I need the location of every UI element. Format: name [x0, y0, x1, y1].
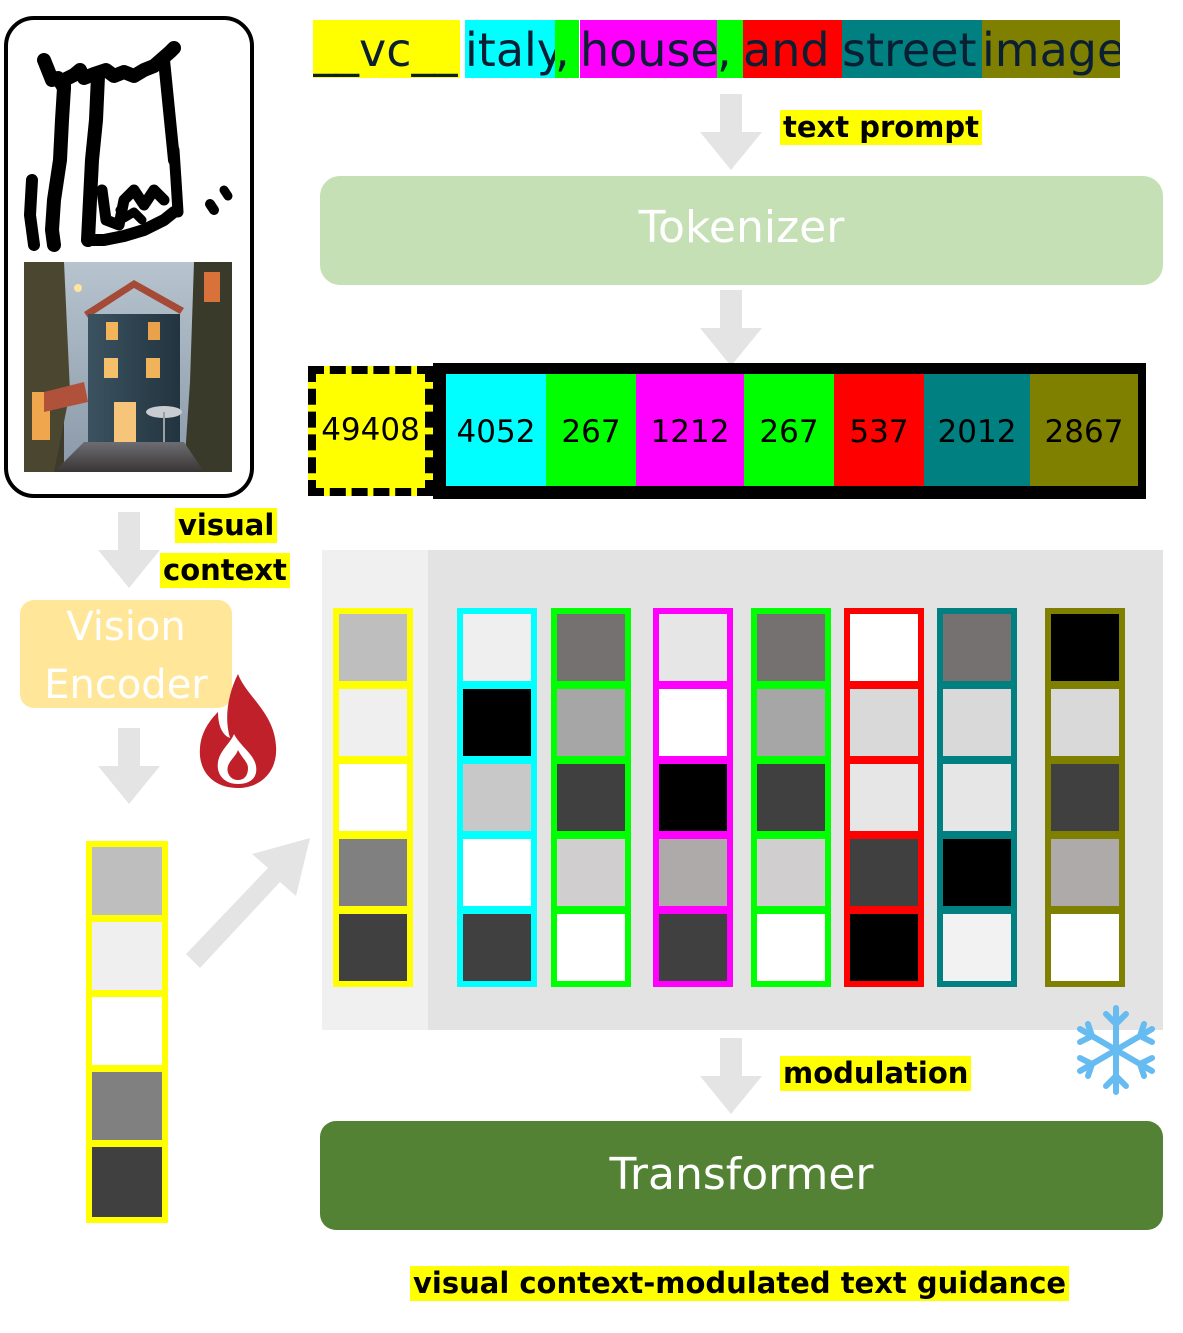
arrow-prompt-to-tokenizer: [700, 94, 762, 170]
embedding-cell: [557, 689, 625, 756]
arrow-tokenizer-to-tokens: [700, 290, 762, 366]
embedding-cell: [1051, 764, 1119, 831]
embedding-cell: [757, 614, 825, 681]
arrow-panel-to-transformer: [700, 1038, 762, 1114]
embedding-cell: [1051, 839, 1119, 906]
visual-embedding-cell: [92, 1072, 162, 1140]
embedding-cell: [659, 764, 727, 831]
snowflake-icon: [1077, 1005, 1155, 1095]
embedding-cell: [659, 689, 727, 756]
embedding-cell: [850, 914, 918, 981]
visual-embedding-cell: [92, 1147, 162, 1217]
token-special: [308, 366, 433, 496]
embedding-cell: [850, 839, 918, 906]
label-visual-context-2: context: [160, 553, 290, 588]
label-modulation: modulation: [780, 1056, 972, 1091]
embedding-cell: [1051, 914, 1119, 981]
label-visual-context-1: visual: [175, 508, 278, 543]
embedding-cell: [943, 764, 1011, 831]
token-id-special: 49408: [321, 412, 420, 448]
embedding-cell: [339, 614, 407, 681]
embedding-cell: [339, 839, 407, 906]
embedding-cell: [757, 839, 825, 906]
embedding-cell: [850, 689, 918, 756]
embedding-cell: [463, 689, 531, 756]
embedding-cell: [659, 614, 727, 681]
token-id: 2012: [924, 374, 1030, 486]
embedding-cell: [850, 614, 918, 681]
transformer-block: Transformer: [320, 1121, 1163, 1230]
prompt-text: __vc__ italy , house , and street image: [0, 0, 1183, 90]
prompt-segment-vc: __vc__: [313, 20, 460, 78]
prompt-segment-and: and: [743, 20, 842, 78]
embedding-cell: [943, 839, 1011, 906]
embedding-cell: [943, 689, 1011, 756]
prompt-segment-street: street: [842, 20, 982, 78]
token-id: 2867: [1030, 374, 1138, 486]
embedding-cell: [463, 614, 531, 681]
embedding-cell: [463, 839, 531, 906]
embedding-cell: [757, 914, 825, 981]
prompt-segment-italy: italy: [465, 20, 555, 78]
arrow-embedding-to-panel: [186, 838, 310, 968]
arrow-encoder-to-embedding: [98, 728, 160, 804]
label-caption: visual context-modulated text guidance: [410, 1266, 1070, 1301]
token-id: 267: [744, 374, 834, 486]
token-id: 267: [546, 374, 636, 486]
embedding-cell: [659, 839, 727, 906]
embedding-cell: [1051, 689, 1119, 756]
house-photo: [24, 262, 232, 472]
embedding-cell: [757, 764, 825, 831]
embedding-cell: [339, 689, 407, 756]
embedding-cell: [463, 914, 531, 981]
embedding-cell: [1051, 614, 1119, 681]
sketch-image: [24, 41, 233, 252]
embedding-cell: [757, 689, 825, 756]
prompt-segment-comma: ,: [717, 20, 743, 78]
embedding-cell: [943, 614, 1011, 681]
visual-embedding-cell: [92, 847, 162, 915]
embedding-cell: [557, 839, 625, 906]
embedding-cell: [339, 914, 407, 981]
embedding-cell: [339, 764, 407, 831]
embedding-cell: [557, 764, 625, 831]
vision-encoder-label-1: Vision: [66, 604, 186, 650]
tokenizer-block: Tokenizer: [320, 176, 1163, 285]
token-id: 4052: [446, 374, 546, 486]
vision-encoder-label-2: Encoder: [44, 662, 208, 708]
prompt-segment-house: house: [580, 20, 717, 78]
embedding-cell: [943, 914, 1011, 981]
token-id: 537: [834, 374, 924, 486]
vision-encoder-block: Vision Encoder: [20, 600, 232, 708]
transformer-label: Transformer: [609, 1149, 874, 1200]
fire-icon: [199, 674, 277, 788]
token-id: 1212: [636, 374, 744, 486]
prompt-segment-image: image: [982, 20, 1120, 78]
arrow-visual-to-encoder: [98, 512, 160, 588]
embedding-cell: [463, 764, 531, 831]
label-text-prompt: text prompt: [780, 110, 983, 145]
visual-embedding-cell: [92, 997, 162, 1065]
visual-embedding-cell: [92, 922, 162, 990]
embedding-cell: [557, 614, 625, 681]
embedding-cell: [557, 914, 625, 981]
prompt-segment-comma: ,: [555, 20, 579, 78]
embedding-cell: [659, 914, 727, 981]
tokenizer-label: Tokenizer: [638, 202, 845, 253]
embedding-cell: [850, 764, 918, 831]
